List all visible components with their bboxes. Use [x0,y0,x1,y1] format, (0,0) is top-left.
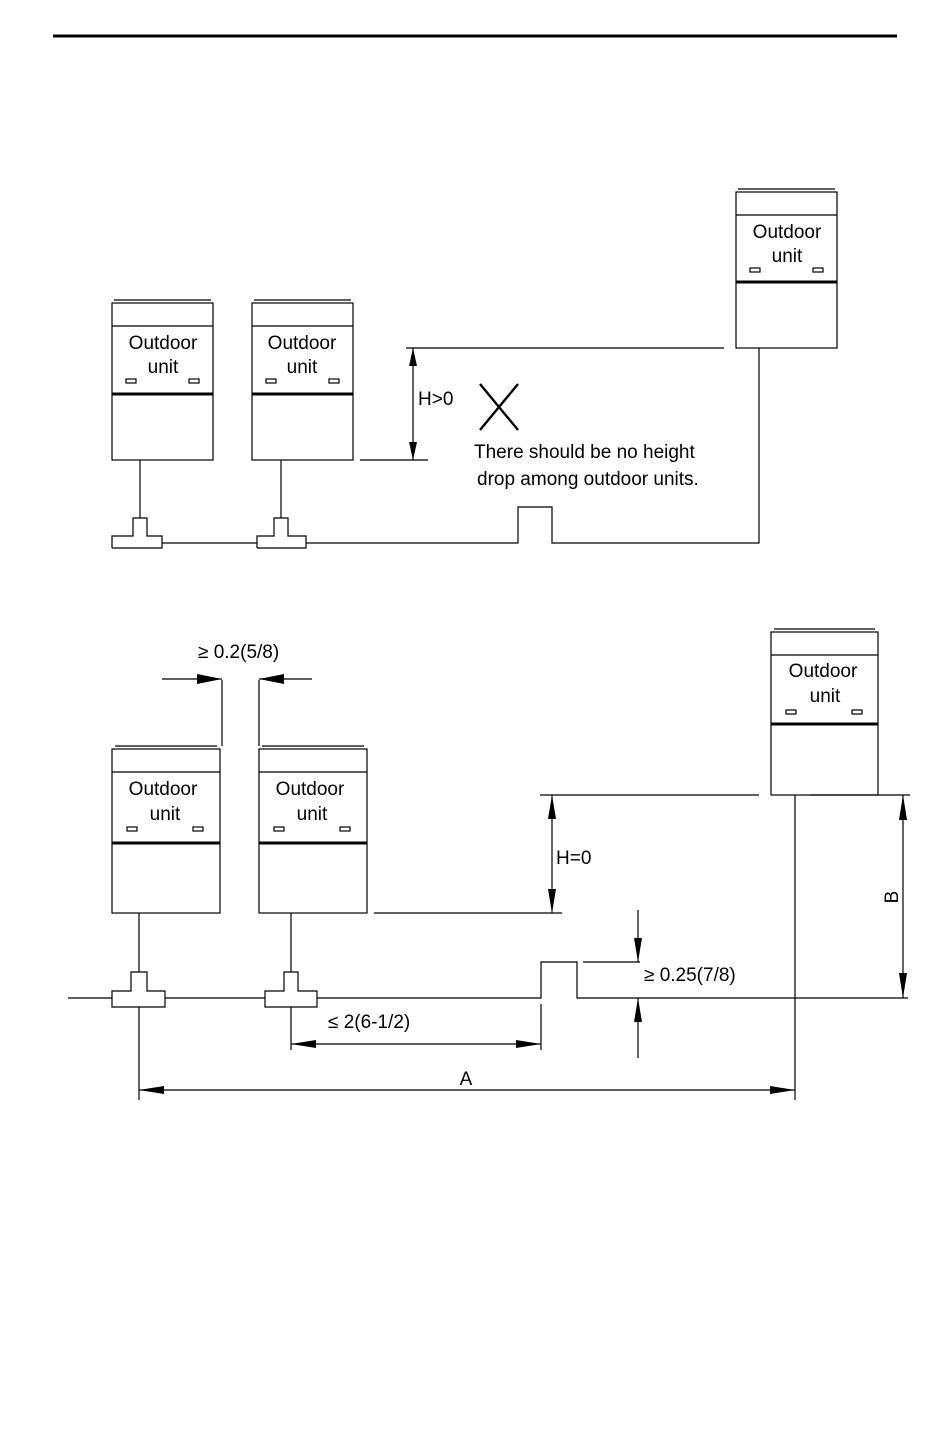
riser-label: ≥ 0.25(7/8) [644,965,736,986]
warning-note-line1: There should be no height [474,442,695,463]
spacing-label: ≥ 0.2(5/8) [198,642,279,663]
unit-label-line2: unit [150,804,181,825]
unit-label-line1: Outdoor [276,779,345,800]
unit-label-line1: Outdoor [129,779,198,800]
warning-note-line2: drop among outdoor units. [477,469,699,490]
outdoor-unit: Outdoor unit [771,629,878,795]
unit-label-line1: Outdoor [129,333,198,354]
unit-label-line2: unit [772,246,803,267]
incorrect-installation-diagram: Outdoor unit Outdoor unit Outdoor unit [112,189,837,548]
unit-label-line2: unit [287,357,318,378]
outdoor-unit: Outdoor unit [112,746,220,913]
unit-label-line2: unit [810,686,841,707]
outdoor-unit: Outdoor unit [736,189,837,348]
correct-installation-diagram: Outdoor unit Outdoor unit Outdoor unit [68,629,910,1100]
outdoor-unit: Outdoor unit [259,746,367,913]
height-label: H=0 [556,848,591,869]
height-label: H>0 [418,389,453,410]
unit-label-line2: unit [148,357,179,378]
unit-label-line1: Outdoor [268,333,337,354]
unit-label-line2: unit [297,804,328,825]
unit-label-line1: Outdoor [753,222,822,243]
branch-distance-label: ≤ 2(6-1/2) [328,1012,410,1033]
dimension-b-label: B [882,891,903,904]
outdoor-unit: Outdoor unit [252,300,353,460]
unit-label-line1: Outdoor [789,661,858,682]
outdoor-unit: Outdoor unit [112,300,213,460]
dimension-a-label: A [460,1069,473,1090]
cross-icon [480,384,518,430]
